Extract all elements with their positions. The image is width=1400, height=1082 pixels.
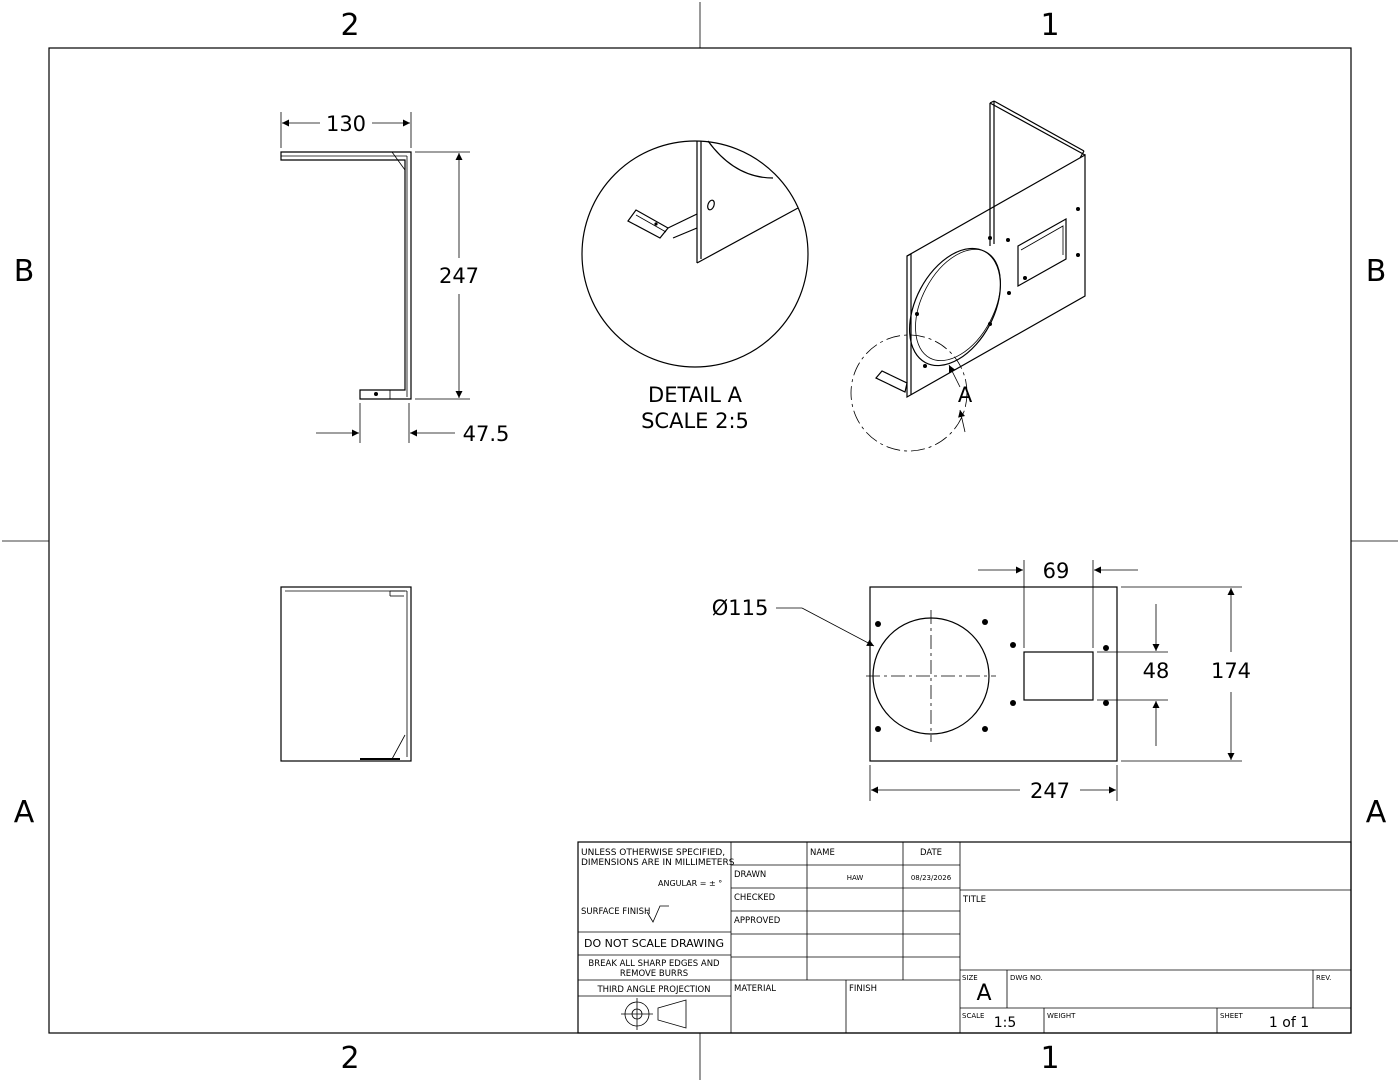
checked-label: CHECKED [734,893,776,903]
scale-value: 1:5 [994,1015,1017,1031]
name-column-header: NAME [810,848,835,858]
angular-tolerance: ANGULAR = ± ° [658,879,722,888]
weight-label: WEIGHT [1047,1012,1076,1020]
zone-label-row-b-right: B [1366,254,1387,289]
third-angle-projection-icon [621,998,687,1030]
drawn-date: 08/23/2026 [911,874,952,882]
surface-finish-icon [646,905,669,923]
title-block: UNLESS OTHERWISE SPECIFIED, DIMENSIONS A… [577,841,1352,1034]
finish-label: FINISH [849,984,877,994]
dim-side-width: 130 [326,112,366,136]
detail-a-view: DETAIL A SCALE 2:5 [581,140,809,433]
title-label: TITLE [962,895,986,905]
sheet-value: 1 of 1 [1269,1015,1309,1031]
zone-label-row-a-left: A [14,795,35,830]
sheet-label: SHEET [1220,1012,1244,1020]
dwg-no-label: DWG NO. [1010,974,1043,982]
dim-front-width: 247 [1030,779,1070,803]
isometric-view: A [850,100,1086,452]
drawn-name: HAW [847,874,864,882]
dim-cutout-width: 69 [1043,559,1070,583]
dim-cutout-height: 48 [1143,659,1170,683]
top-view [280,586,412,762]
detail-scale: SCALE 2:5 [641,409,749,433]
approved-label: APPROVED [734,916,781,926]
zone-label-col-1-top: 1 [1040,8,1059,43]
projection-label: THIRD ANGLE PROJECTION [596,985,710,995]
date-column-header: DATE [920,848,942,858]
do-not-scale-note: DO NOT SCALE DRAWING [584,937,724,950]
dim-side-flange: 47.5 [463,422,510,446]
detail-title: DETAIL A [648,383,743,407]
zone-label-col-2-top: 2 [340,8,359,43]
dim-front-height: 174 [1211,659,1251,683]
notes-line-1: UNLESS OTHERWISE SPECIFIED, [581,848,725,858]
material-label: MATERIAL [734,984,776,994]
scale-label: SCALE [962,1012,984,1020]
zone-label-row-b-left: B [14,254,35,289]
dim-side-height: 247 [439,264,479,288]
notes-line-2: DIMENSIONS ARE IN MILLIMETERS [581,858,735,868]
dim-hole-diameter: Ø115 [712,596,769,620]
size-value: A [976,981,991,1006]
rev-label: REV. [1316,974,1331,982]
front-view: Ø115 69 48 174 247 [712,559,1251,803]
surface-finish-label: SURFACE FINISH [581,907,650,917]
side-view: 130 247 47.5 [280,112,510,446]
zone-label-row-a-right: A [1366,795,1387,830]
break-edges-note-1: BREAK ALL SHARP EDGES AND [588,959,720,969]
detail-callout-label: A [958,383,973,407]
size-label: SIZE [962,974,978,982]
break-edges-note-2: REMOVE BURRS [620,969,688,979]
zone-label-col-1-bottom: 1 [1040,1041,1059,1076]
zone-label-col-2-bottom: 2 [340,1041,359,1076]
drawn-label: DRAWN [734,870,766,880]
